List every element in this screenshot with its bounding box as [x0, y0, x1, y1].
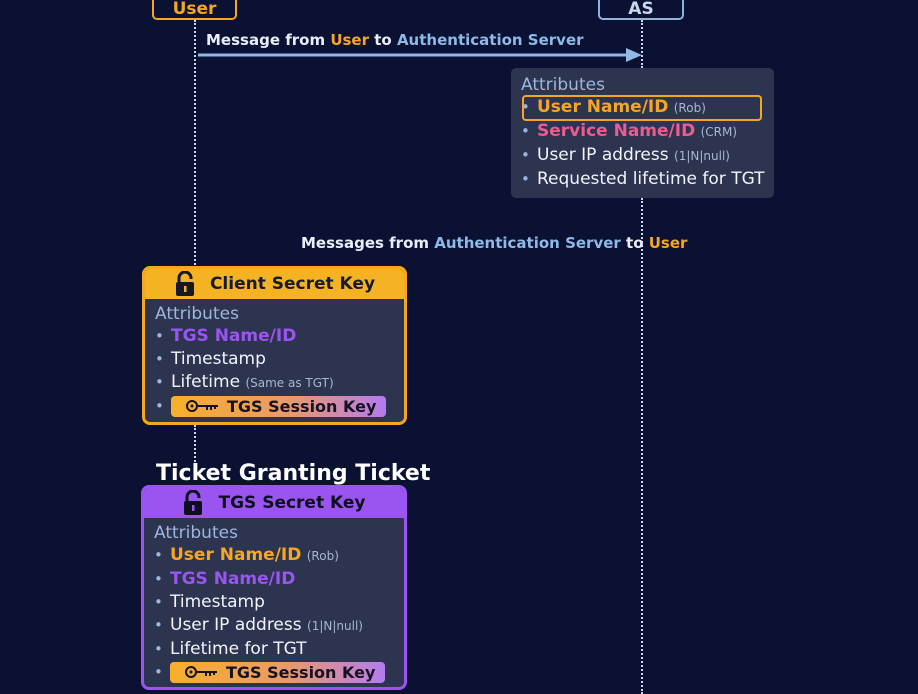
- as-lifeline: [641, 20, 643, 68]
- tgs-attr-timestamp-label: Timestamp: [170, 592, 265, 612]
- message2-to-word: to: [626, 234, 644, 252]
- client-attr-session-key: TGS Session Key: [155, 395, 394, 418]
- request-attributes-panel: Attributes User Name/ID (Rob) Service Na…: [511, 68, 774, 198]
- ticket-granting-ticket-title: Ticket Granting Ticket: [156, 461, 431, 486]
- client-attr-lifetime-label: Lifetime: [171, 372, 241, 392]
- client-attr-timestamp-label: Timestamp: [171, 349, 266, 369]
- message2-target: User: [648, 234, 688, 252]
- request-attr-user-name: User Name/ID (Rob): [521, 96, 764, 120]
- message1-to-word: to: [374, 31, 392, 49]
- tgs-attr-session-key: TGS Session Key: [154, 661, 394, 684]
- request-attr-user-name-note: (Rob): [673, 101, 706, 115]
- client-attr-lifetime-note: (Same as TGT): [245, 376, 334, 390]
- tgs-attr-user-name-note: (Rob): [306, 549, 339, 563]
- user-name-highlight-box: [522, 95, 762, 121]
- tgs-card-header: TGS Secret Key: [144, 488, 404, 518]
- client-secret-key-card: Client Secret Key Attributes TGS Name/ID…: [142, 266, 407, 425]
- tgs-attr-lifetime: Lifetime for TGT: [154, 638, 394, 661]
- tgs-attr-tgs-name: TGS Name/ID: [154, 568, 394, 591]
- message1-from: User: [330, 31, 369, 49]
- request-attr-service-name: Service Name/ID (CRM): [521, 120, 764, 144]
- user-lifeline-mid: [194, 425, 196, 465]
- key-icon: [185, 666, 217, 678]
- message1-prefix: Message from: [206, 31, 326, 49]
- client-attr-timestamp: Timestamp: [155, 348, 394, 371]
- message2-from: Authentication Server: [434, 234, 621, 252]
- client-card-attr-title: Attributes: [155, 304, 239, 324]
- client-attr-tgs-name-label: TGS Name/ID: [171, 326, 297, 346]
- request-attr-lifetime-label: Requested lifetime for TGT: [537, 169, 765, 189]
- tgs-card-attr-title: Attributes: [154, 523, 238, 543]
- request-attr-service-name-label: Service Name/ID: [537, 121, 696, 141]
- actor-as-label: AS: [628, 0, 654, 19]
- key-icon: [186, 400, 218, 412]
- tgs-attr-user-ip: User IP address (1|N|null): [154, 614, 394, 638]
- client-attr-tgs-name: TGS Name/ID: [155, 325, 394, 348]
- user-lifeline: [194, 20, 196, 268]
- tgs-attr-timestamp: Timestamp: [154, 591, 394, 614]
- actor-user: User: [152, 0, 237, 20]
- message1-target: Authentication Server: [396, 31, 584, 49]
- actor-as: AS: [598, 0, 684, 20]
- tgs-card-title: TGS Secret Key: [218, 493, 366, 513]
- tgs-attr-user-name-label: User Name/ID: [170, 545, 302, 565]
- request-attributes-title: Attributes: [521, 75, 605, 95]
- client-card-attr-list: TGS Name/ID Timestamp Lifetime (Same as …: [155, 325, 394, 418]
- message-as-to-user-line: [280, 253, 642, 257]
- tgs-session-key-label: TGS Session Key: [226, 662, 376, 682]
- request-attributes-list: User Name/ID (Rob) Service Name/ID (CRM)…: [521, 96, 765, 191]
- tgs-attr-user-name: User Name/ID (Rob): [154, 544, 394, 568]
- request-attr-user-ip: User IP address (1|N|null): [521, 144, 764, 168]
- tgs-session-key-pill: TGS Session Key: [170, 661, 386, 683]
- request-attr-user-name-label: User Name/ID: [537, 97, 669, 117]
- request-attr-service-name-note: (CRM): [700, 125, 738, 139]
- request-attr-user-ip-note: (1|N|null): [674, 149, 730, 163]
- message-user-to-as-arrow: [198, 48, 642, 62]
- tgs-secret-key-card: TGS Secret Key Attributes User Name/ID (…: [141, 485, 407, 690]
- client-attr-lifetime: Lifetime (Same as TGT): [155, 371, 394, 395]
- message-as-to-user-label: Messages from Authentication Server to U…: [301, 234, 687, 252]
- message2-prefix: Messages from: [301, 234, 429, 252]
- client-session-key-pill: TGS Session Key: [171, 395, 387, 417]
- as-lifeline-lower: [641, 198, 643, 694]
- tgs-attr-user-ip-note: (1|N|null): [307, 619, 363, 633]
- client-session-key-label: TGS Session Key: [227, 396, 377, 416]
- lock-icon: [184, 490, 203, 515]
- actor-user-label: User: [172, 0, 217, 19]
- client-card-title: Client Secret Key: [209, 274, 376, 294]
- tgs-attr-tgs-name-label: TGS Name/ID: [170, 569, 296, 589]
- message-user-to-as-label: Message from User to Authentication Serv…: [206, 31, 584, 49]
- tgs-attr-user-ip-label: User IP address: [170, 615, 302, 635]
- client-card-header: Client Secret Key: [145, 269, 404, 299]
- tgs-attr-lifetime-label: Lifetime for TGT: [170, 639, 307, 659]
- tgs-card-attr-list: User Name/ID (Rob) TGS Name/ID Timestamp…: [154, 544, 394, 684]
- request-attr-user-ip-label: User IP address: [537, 145, 669, 165]
- request-attr-lifetime: Requested lifetime for TGT: [521, 168, 765, 191]
- lock-icon: [175, 271, 194, 296]
